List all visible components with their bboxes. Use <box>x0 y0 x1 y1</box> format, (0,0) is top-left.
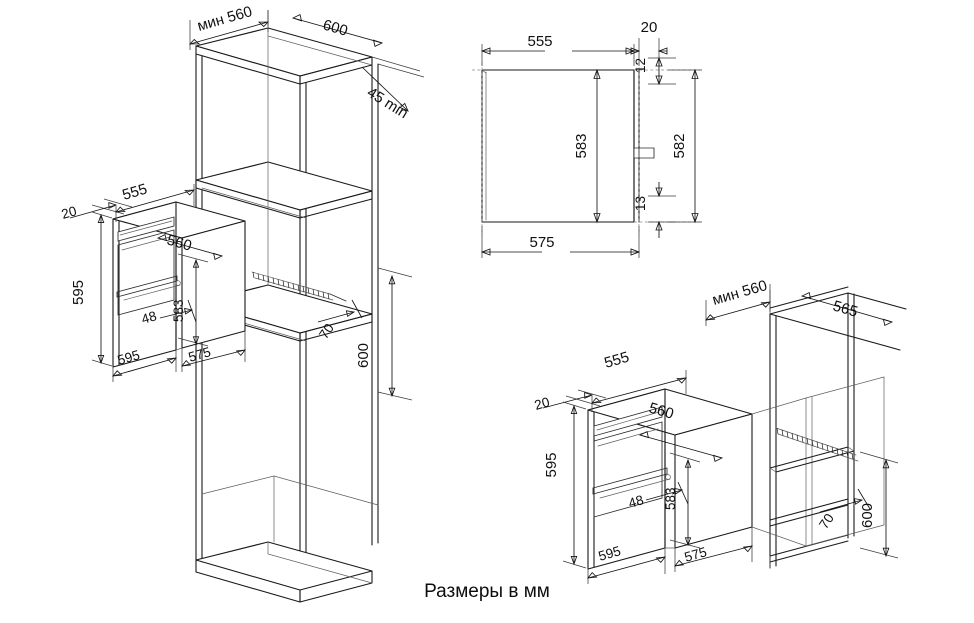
plan-bracket-detail <box>633 147 655 159</box>
label-plan-555: 555 <box>527 33 552 50</box>
uc-door-handle <box>592 467 671 499</box>
dim-plan-582: 582 <box>668 68 702 224</box>
dim-uc-583: 583 <box>663 452 701 549</box>
label-min-560-top: мин 560 <box>195 3 254 35</box>
label-600-niche-height: 600 <box>355 343 372 368</box>
label-uc-600: 600 <box>859 503 876 528</box>
dim-front-width-595: 595 <box>112 347 177 382</box>
dim-plan-20: 20 <box>630 19 668 66</box>
dim-handle-offset-48: 48 <box>140 299 197 327</box>
label-uc-575: 575 <box>683 544 709 565</box>
label-600-depth: 600 <box>321 17 350 40</box>
dim-plan-575: 575 <box>480 226 641 258</box>
label-555-width: 555 <box>120 181 149 204</box>
label-583-body: 583 <box>171 299 186 322</box>
dim-uc-555: 555 <box>591 349 687 412</box>
uc-door-glass <box>593 421 663 518</box>
label-20-overhang: 20 <box>60 203 79 222</box>
oven-control-panel <box>117 216 175 242</box>
drawing-caption: Размеры в мм <box>424 581 550 602</box>
label-uc-595: 595 <box>543 452 560 477</box>
label-595-front-width: 595 <box>116 347 142 368</box>
label-uc-555: 555 <box>602 349 631 372</box>
dim-uc-565: 565 <box>769 290 894 327</box>
label-575-body-depth: 575 <box>187 344 213 365</box>
cabinet-middle-shelf <box>195 161 373 219</box>
power-cord-icon <box>251 271 347 302</box>
dim-oven-height-595: 595 <box>70 211 113 367</box>
dim-plan-13: 13 <box>633 182 676 238</box>
uc-control-panel <box>593 406 663 437</box>
dim-plan-555: 555 <box>480 33 636 66</box>
dim-uc-560: 560 <box>638 400 724 463</box>
dim-oven-width-555: 555 <box>115 181 195 222</box>
label-48-handle: 48 <box>140 308 159 327</box>
label-70-vent: 70 <box>316 321 337 342</box>
dim-uc-575: 575 <box>674 527 753 572</box>
cabinet-bottom-box <box>195 310 379 603</box>
oven-door-handle <box>116 275 181 301</box>
dim-uc-front-width-595: 595 <box>587 543 666 584</box>
label-plan-12: 12 <box>633 58 648 73</box>
label-plan-575: 575 <box>529 234 554 251</box>
dim-cabinet-depth-600: 600 <box>267 10 384 48</box>
label-45-min: 45 min <box>364 84 411 122</box>
label-uc-70: 70 <box>816 511 837 532</box>
dim-vent-gap-70: 70 <box>316 299 363 342</box>
label-plan-13: 13 <box>633 196 648 211</box>
dim-plan-583: 583 <box>573 68 601 224</box>
dim-uc-600: 600 <box>859 451 899 559</box>
dim-uc-overhang-20: 20 <box>533 389 607 413</box>
dim-plan-12: 12 <box>633 56 676 86</box>
label-uc-560: 560 <box>647 400 676 423</box>
label-560-depth: 560 <box>165 232 194 255</box>
label-plan-582: 582 <box>671 133 688 158</box>
label-uc-595-width: 595 <box>597 543 623 564</box>
dim-uc-70: 70 <box>816 488 871 532</box>
view-oven-under-counter: 20 555 560 595 <box>533 277 907 584</box>
view-oven-left: 20 555 560 595 <box>60 181 246 382</box>
dim-body-depth-575: 575 <box>181 331 246 372</box>
label-uc-583: 583 <box>663 487 678 510</box>
dim-oven-depth-560: 560 <box>156 232 224 261</box>
label-595-height: 595 <box>70 280 87 305</box>
dim-niche-height-600: 600 <box>355 267 413 401</box>
plan-body-outline <box>481 69 635 223</box>
label-plan-20: 20 <box>641 19 658 36</box>
view-oven-plan: 555 20 12 583 <box>472 19 702 258</box>
dim-rear-gap-45min: 45 min <box>361 56 425 122</box>
dim-uc-595: 595 <box>543 401 587 569</box>
uc-cabinet-niche <box>751 286 907 569</box>
uc-power-cord-icon <box>775 427 859 462</box>
label-uc-48: 48 <box>627 492 646 511</box>
label-uc-min-560: мин 560 <box>710 277 769 309</box>
label-uc-20: 20 <box>533 394 552 413</box>
dim-oven-overhang-20: 20 <box>60 198 133 222</box>
label-uc-565: 565 <box>831 298 860 321</box>
dim-oven-body-583: 583 <box>171 253 209 347</box>
label-plan-583: 583 <box>573 133 590 158</box>
dim-uc-48: 48 <box>627 481 689 511</box>
